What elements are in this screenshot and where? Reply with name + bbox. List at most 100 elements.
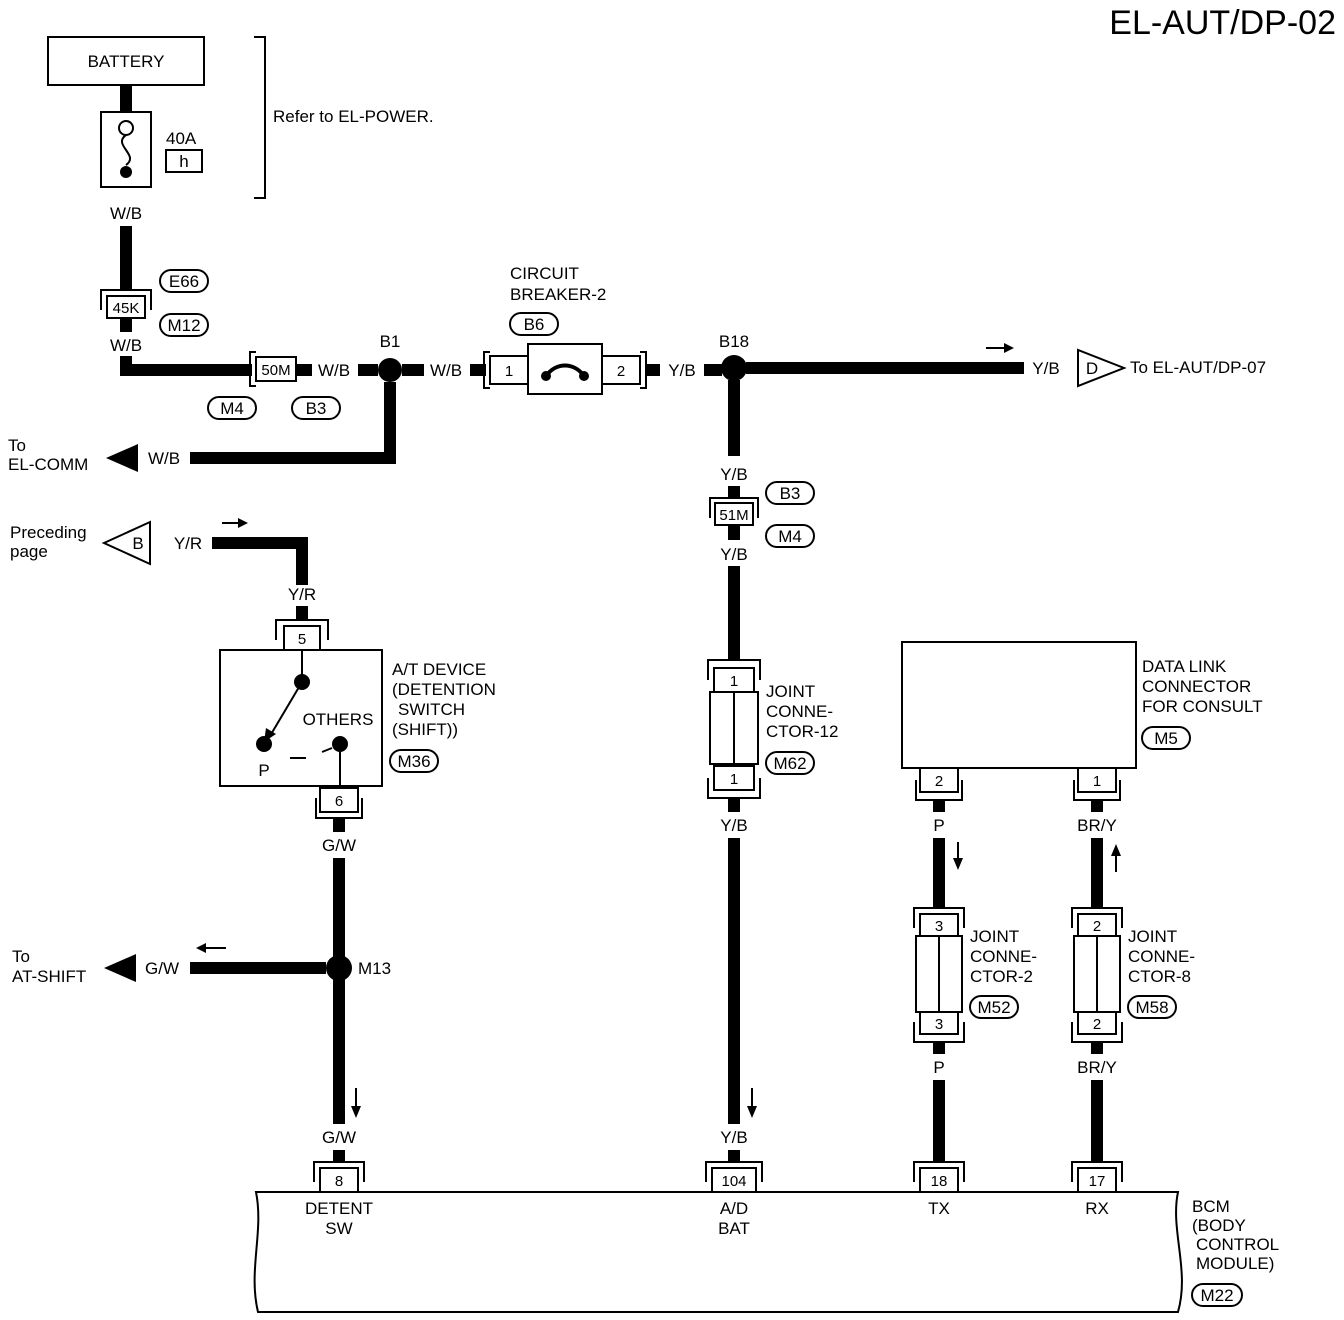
connector-m4-b: M4 bbox=[778, 527, 802, 546]
splice-b1 bbox=[378, 358, 402, 382]
joint8-line2: CONNE- bbox=[1128, 947, 1195, 966]
wire-label-wb-3: W/B bbox=[318, 361, 350, 380]
wire-label-wb-2: W/B bbox=[110, 336, 142, 355]
bcm-line3: CONTROL bbox=[1196, 1235, 1279, 1254]
arrow-right-icon bbox=[1004, 343, 1014, 353]
wire-label-yr-2: Y/R bbox=[288, 585, 316, 604]
bcm-pin17-box bbox=[1077, 1167, 1117, 1193]
bcm-pin-104-label2: BAT bbox=[718, 1219, 750, 1238]
joint12-top-housing bbox=[707, 659, 761, 680]
joint8-bottom-pin-box bbox=[1077, 1011, 1117, 1035]
at-device-pin-top: 5 bbox=[298, 631, 306, 648]
dlc-pin-right: 1 bbox=[1093, 773, 1101, 790]
bcm-pin17-housing bbox=[1071, 1161, 1123, 1182]
wire-label-bry-2: BR/Y bbox=[1077, 1058, 1117, 1077]
wire-label-yb-3: Y/B bbox=[720, 465, 747, 484]
bcm-pin-17: 17 bbox=[1089, 1173, 1106, 1190]
joint2-line2: CONNE- bbox=[970, 947, 1037, 966]
joint12-bottom-pin-box bbox=[713, 765, 755, 791]
bcm-pin-104: 104 bbox=[721, 1173, 746, 1190]
at-device-pin6-box bbox=[319, 787, 359, 813]
circuit-breaker-body bbox=[527, 343, 603, 395]
dlc-pin1-box bbox=[1077, 767, 1117, 793]
bcm-pin-17-label1: RX bbox=[1085, 1199, 1109, 1218]
ref-to-at-shift-line2: AT-SHIFT bbox=[12, 967, 86, 986]
ref-to-el-comm-line1: To bbox=[8, 436, 26, 455]
connector-b3-bubble-a bbox=[291, 396, 341, 420]
ref-to-dp07: To EL-AUT/DP-07 bbox=[1130, 358, 1266, 377]
connector-b3-a: B3 bbox=[306, 399, 327, 418]
ref-preceding-line2: page bbox=[10, 542, 48, 561]
switch-pos-others: OTHERS bbox=[303, 710, 374, 729]
connector-45k-label: 45K bbox=[113, 300, 140, 317]
fuse-element-icon bbox=[120, 134, 132, 166]
at-device-line1: A/T DEVICE bbox=[392, 660, 486, 679]
dlc-line3: FOR CONSULT bbox=[1142, 697, 1263, 716]
dlc-pin-left: 2 bbox=[935, 773, 943, 790]
switch-contact-others bbox=[332, 736, 348, 752]
joint8-pin-top: 2 bbox=[1093, 918, 1101, 935]
connector-m52: M52 bbox=[977, 998, 1010, 1017]
connector-m52-bubble bbox=[969, 995, 1019, 1019]
ref-dp07-letter: D bbox=[1086, 359, 1098, 378]
bcm-pin18-housing bbox=[913, 1161, 965, 1182]
connector-m58: M58 bbox=[1135, 998, 1168, 1017]
wire-label-yb-6: Y/B bbox=[720, 1128, 747, 1147]
joint12-pin-bottom: 1 bbox=[730, 771, 738, 788]
at-device-top-housing bbox=[275, 619, 329, 640]
wire-label-p-2: P bbox=[933, 1058, 944, 1077]
bcm-pin8-housing bbox=[313, 1161, 365, 1182]
splice-b1-label: B1 bbox=[380, 332, 401, 351]
connector-b3-bubble-b bbox=[765, 481, 815, 505]
arrow-left-icon-2 bbox=[104, 954, 136, 982]
arrow-down-icon-2 bbox=[351, 1106, 361, 1118]
connector-50m-label: 50M bbox=[261, 362, 290, 379]
wire-label-gw-3: G/W bbox=[322, 1128, 356, 1147]
joint8-line1: JOINT bbox=[1128, 927, 1177, 946]
wire-label-yb-4: Y/B bbox=[720, 545, 747, 564]
bcm-pin-8-label2: SW bbox=[325, 1219, 352, 1238]
connector-50m-housing bbox=[249, 351, 256, 387]
splice-b18-label: B18 bbox=[719, 332, 749, 351]
bcm-pin-18-label1: TX bbox=[928, 1199, 950, 1218]
joint2-line1: JOINT bbox=[970, 927, 1019, 946]
bcm-body bbox=[253, 1191, 1183, 1313]
connector-50m bbox=[255, 356, 297, 382]
connector-m4-bubble-b bbox=[765, 524, 815, 548]
connector-m22-bubble bbox=[1191, 1283, 1243, 1307]
dlc-line1: DATA LINK bbox=[1142, 657, 1227, 676]
fuse-code: h bbox=[179, 152, 188, 171]
battery-box bbox=[47, 36, 205, 86]
splice-b18 bbox=[721, 355, 747, 381]
joint12-line3: CTOR-12 bbox=[766, 722, 838, 741]
joint8-line3: CTOR-8 bbox=[1128, 967, 1191, 986]
arrow-right-icon-2 bbox=[238, 518, 248, 528]
ref-dp07-flag bbox=[1077, 348, 1127, 388]
data-link-connector-box bbox=[901, 641, 1137, 769]
breaker-pin-1-box bbox=[489, 355, 529, 385]
switch-contact-p bbox=[256, 736, 272, 752]
arrow-down-icon bbox=[747, 1106, 757, 1118]
switch-dash-2 bbox=[321, 747, 333, 753]
breaker-pin-1: 1 bbox=[505, 363, 513, 380]
joint12-top-pin-box bbox=[713, 667, 755, 693]
ref-to-el-comm-line2: EL-COMM bbox=[8, 455, 88, 474]
arrow-up-icon bbox=[1111, 844, 1121, 856]
fuse-top-terminal bbox=[118, 120, 134, 136]
dlc-line2: CONNECTOR bbox=[1142, 677, 1251, 696]
at-device-line4: (SHIFT)) bbox=[392, 720, 458, 739]
wire-wb-to-el-comm bbox=[190, 382, 396, 464]
wire-label-gw-1: G/W bbox=[322, 836, 356, 855]
joint2-top-housing bbox=[913, 907, 965, 928]
dlc-pin2-box bbox=[919, 767, 959, 793]
wire-label-yb-1: Y/B bbox=[668, 361, 695, 380]
bcm-pin18-box bbox=[919, 1167, 959, 1193]
connector-e66-bubble bbox=[159, 269, 209, 293]
bcm-pin-104-label1: A/D bbox=[720, 1199, 748, 1218]
circuit-breaker-line2: BREAKER-2 bbox=[510, 285, 606, 304]
switch-pos-p: P bbox=[258, 761, 269, 780]
connector-m62-bubble bbox=[765, 751, 815, 775]
bcm-pin-8: 8 bbox=[335, 1173, 343, 1190]
breaker-left-housing bbox=[483, 351, 490, 389]
